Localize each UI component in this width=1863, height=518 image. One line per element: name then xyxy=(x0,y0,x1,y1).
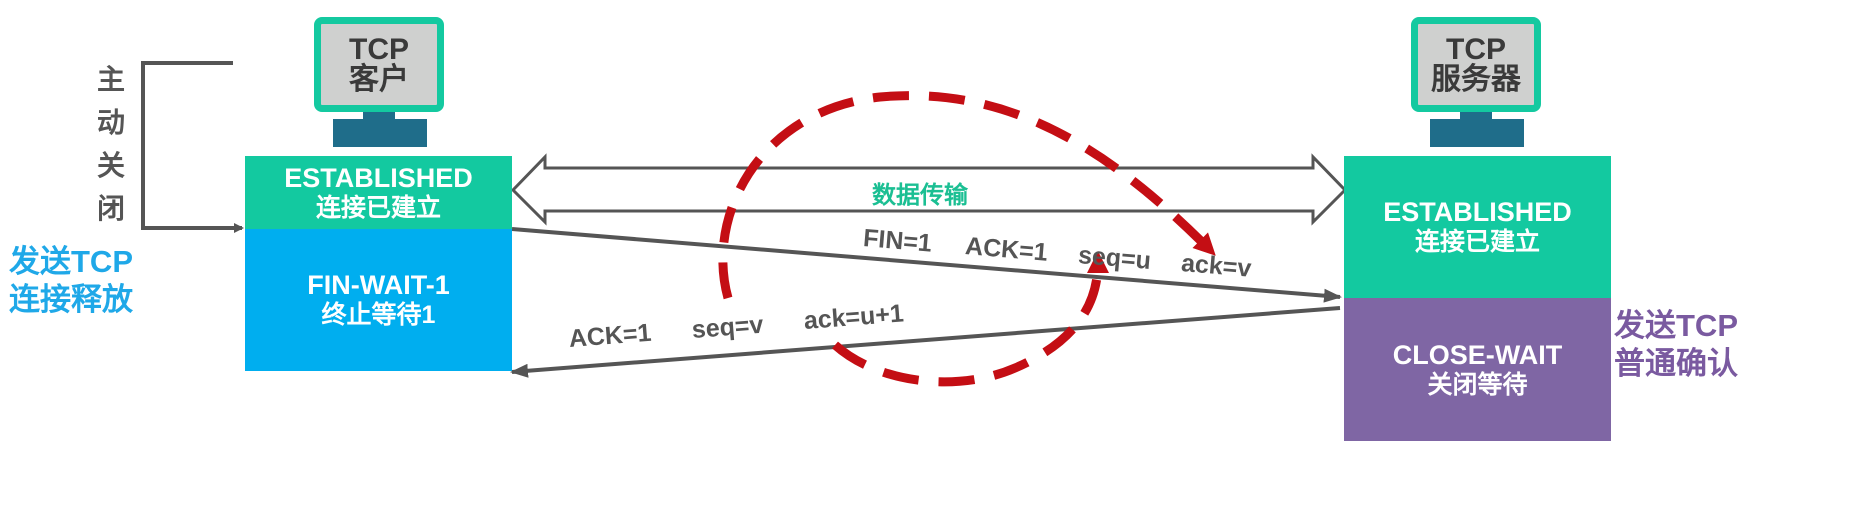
active-close-char: 动 xyxy=(96,107,125,138)
server-monitor-neck xyxy=(1460,112,1492,120)
server-monitor-line2: 服务器 xyxy=(1431,62,1521,96)
active-close-char: 闭 xyxy=(96,193,125,224)
server-closewait-cn: 关闭等待 xyxy=(1427,370,1528,399)
data-transfer-label: 数据传输 xyxy=(872,182,968,209)
client-send-label-line1: 发送TCP xyxy=(9,244,133,279)
client-finwait-en: FIN-WAIT-1 xyxy=(307,270,450,300)
client-finwait-box: FIN-WAIT-1 终止等待1 xyxy=(245,229,512,371)
client-monitor-base xyxy=(333,119,427,147)
server-established-en: ESTABLISHED xyxy=(1383,197,1572,227)
server-send-label-line2: 普通确认 xyxy=(1614,346,1738,381)
fin-seq-label: seq=u xyxy=(1077,241,1153,275)
active-close-char: 主 xyxy=(96,64,125,95)
active-close-arrow xyxy=(141,61,244,233)
fin-ack-num-label: ack=v xyxy=(1180,249,1253,283)
server-send-label: 发送TCP 普通确认 xyxy=(1614,307,1738,383)
client-monitor-icon: TCP 客户 xyxy=(314,17,444,112)
client-finwait-cn: 终止等待1 xyxy=(321,301,436,329)
client-monitor-neck xyxy=(363,112,395,120)
client-established-cn: 连接已建立 xyxy=(315,193,441,222)
server-monitor-icon: TCP 服务器 xyxy=(1411,17,1541,112)
cycle-dashed-arc-bottom xyxy=(832,251,1109,387)
fin-message-arrow xyxy=(511,227,1342,303)
server-send-label-line1: 发送TCP xyxy=(1614,308,1738,343)
client-established-en: ESTABLISHED xyxy=(284,162,473,193)
server-established-cn: 连接已建立 xyxy=(1414,228,1540,256)
active-close-label: 主 动 关 闭 xyxy=(94,58,128,230)
server-monitor-line1: TCP xyxy=(1446,32,1506,66)
server-closewait-box: CLOSE-WAIT 关闭等待 xyxy=(1344,298,1611,441)
cycle-dashed-arc-top xyxy=(718,91,1216,300)
ack-message-arrow xyxy=(510,306,1341,378)
fin-flag-label: FIN=1 xyxy=(862,224,933,258)
active-close-char: 关 xyxy=(96,150,125,181)
client-send-label: 发送TCP 连接释放 xyxy=(9,243,133,319)
ack-seq-label: seq=v xyxy=(690,310,765,345)
client-send-label-line2: 连接释放 xyxy=(9,282,133,317)
client-monitor-line1: TCP xyxy=(349,32,409,66)
client-monitor-line2: 客户 xyxy=(349,62,409,96)
client-established-box: ESTABLISHED 连接已建立 xyxy=(245,156,512,229)
server-monitor-base xyxy=(1430,119,1524,147)
server-established-box: ESTABLISHED 连接已建立 xyxy=(1344,156,1611,298)
server-closewait-en: CLOSE-WAIT xyxy=(1392,339,1563,370)
